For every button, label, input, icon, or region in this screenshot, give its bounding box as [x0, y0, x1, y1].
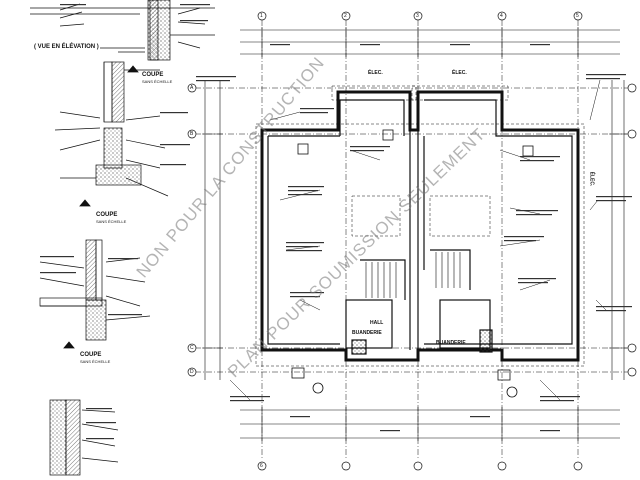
column-pads	[291, 129, 534, 398]
section-3-subtitle: SANS ÉCHELLE	[80, 359, 111, 364]
grid-bubble-group	[187, 11, 637, 471]
grid-bubble	[187, 129, 197, 139]
section-markers	[63, 65, 139, 349]
grid-bubble-label: A	[190, 85, 194, 91]
section-2-subtitle: SANS ÉCHELLE	[96, 219, 127, 224]
detail-section-1	[54, 61, 169, 197]
grid-bubble-label: 4	[500, 13, 503, 19]
note-blocks	[40, 4, 632, 440]
exterior-walls	[260, 90, 580, 362]
room-label-right: BUANDERIE	[436, 340, 466, 346]
side-label-right: ÉLEC.	[588, 171, 595, 187]
grid-bubble	[187, 83, 197, 93]
grid-bubble	[497, 11, 507, 21]
stairs	[365, 252, 461, 298]
grid-bubble-label: D	[190, 369, 194, 375]
grid-bubble	[573, 461, 583, 471]
section-1-subtitle: SANS ÉCHELLE	[142, 79, 173, 84]
footing-outline	[255, 85, 585, 367]
grid-bubble	[187, 343, 197, 353]
grid-bubble-label: 6	[260, 463, 263, 469]
detail-elevation	[30, 0, 215, 61]
section-3-title: COUPE	[80, 352, 102, 358]
top-label-right: ÉLEC.	[452, 70, 467, 76]
grid-bubble	[497, 461, 507, 471]
detail-section-3	[49, 399, 119, 476]
grid-bubble-label: 5	[576, 13, 579, 19]
grid-bubble-label: B	[190, 131, 194, 137]
grid-bubble	[627, 367, 637, 377]
detail-section-2	[39, 239, 151, 341]
top-label-left: ÉLEC.	[368, 70, 383, 76]
dimension-lines	[202, 27, 627, 441]
section-1-title: COUPE	[142, 72, 164, 78]
grid-bubble	[413, 11, 423, 21]
grid-bubble	[341, 461, 351, 471]
grid-bubble	[257, 11, 267, 21]
grid-bubble-label: 3	[416, 13, 419, 19]
grid-bubble	[187, 367, 197, 377]
grid-bubble	[573, 11, 583, 21]
grid-bubble-label: C	[190, 345, 194, 351]
grid-bubble	[341, 11, 351, 21]
grid-bubble	[627, 343, 637, 353]
section-2-title: COUPE	[96, 212, 118, 218]
grid-bubble	[627, 129, 637, 139]
grid-bubble	[627, 83, 637, 93]
interior-walls	[267, 99, 573, 355]
grid-bubble-label: 2	[344, 13, 347, 19]
annotation-leaders	[229, 79, 607, 401]
hall-label: HALL	[370, 320, 384, 326]
grid-bubble	[257, 461, 267, 471]
grid-bubble	[413, 461, 423, 471]
elevation-view-label: ( VUE EN ÉLÉVATION )	[34, 44, 99, 50]
grid-bubble-label: 1	[260, 13, 263, 19]
room-label-left: BUANDERIE	[352, 330, 382, 336]
